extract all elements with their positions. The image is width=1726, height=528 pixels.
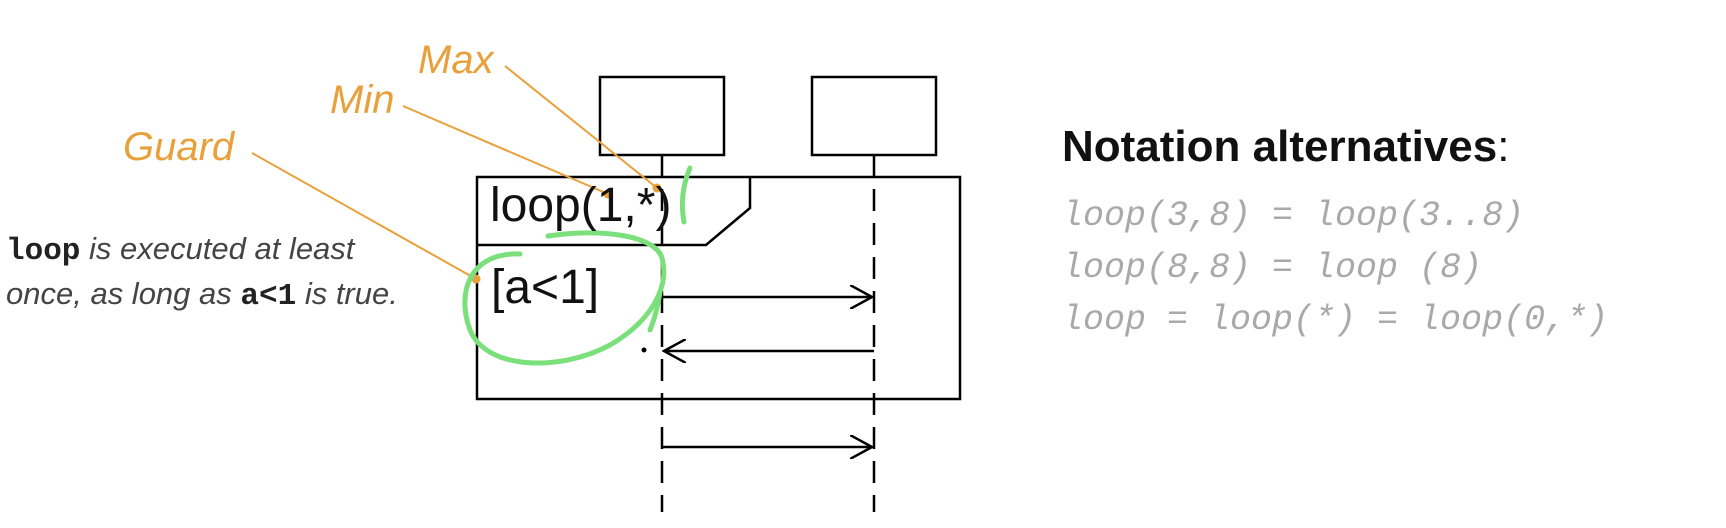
- guard-condition-label: [a<1]: [491, 261, 600, 314]
- min-leader-line: [402, 105, 613, 199]
- max-highlight-stroke: [679, 165, 693, 225]
- loop-description: loop is executed at least once, as long …: [6, 228, 426, 318]
- max-leader-line: [504, 65, 662, 193]
- notation-title: Notation alternatives:: [1062, 122, 1509, 172]
- max-label: Max: [418, 38, 494, 82]
- loop-operator-label: loop(1,*): [490, 179, 672, 232]
- min-label: Min: [330, 78, 395, 122]
- guard-highlight-circle: [462, 230, 667, 366]
- lifeline-head-left: [598, 75, 726, 157]
- description-keyword: loop: [6, 234, 81, 269]
- notation-title-text: Notation alternatives: [1062, 122, 1498, 171]
- guard-leader-line: [251, 152, 481, 284]
- lifeline-head-right: [810, 75, 938, 157]
- notation-line-3: loop = loop(*) = loop(0,*): [1062, 300, 1609, 340]
- loop-operator-tab: [477, 177, 752, 247]
- description-text-2: is true.: [296, 276, 398, 311]
- reply-dot: [641, 347, 647, 353]
- notation-title-colon: :: [1497, 122, 1510, 171]
- notation-line-2: loop(8,8) = loop (8): [1062, 248, 1483, 288]
- guard-label: Guard: [123, 125, 235, 169]
- description-text-1: is executed at least once, as long as: [6, 231, 355, 311]
- lifeline-highlight-stroke: [647, 289, 663, 333]
- description-condition: a<1: [240, 279, 297, 314]
- notation-line-1: loop(3,8) = loop(3..8): [1062, 196, 1525, 236]
